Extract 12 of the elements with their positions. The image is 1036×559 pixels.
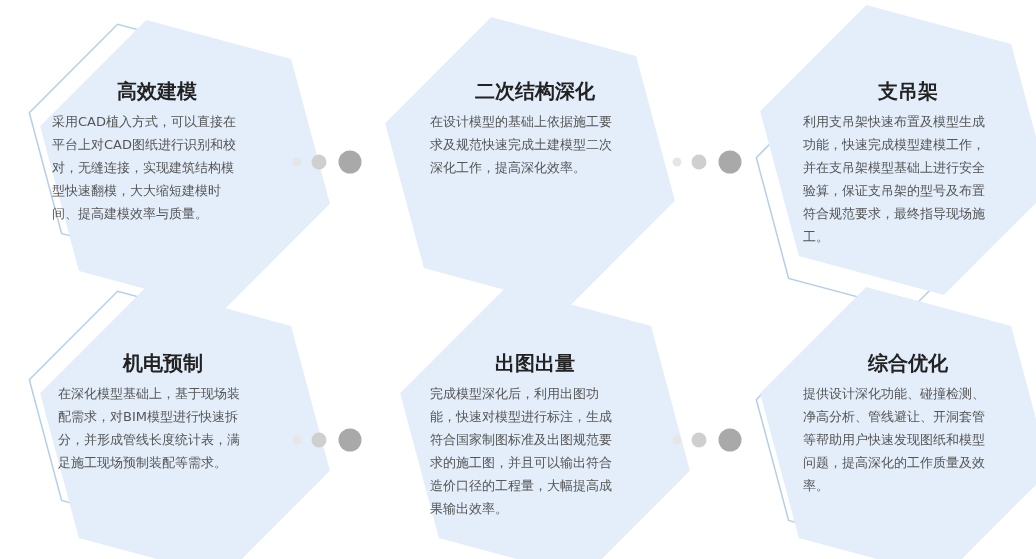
card-title: 出图出量	[494, 350, 576, 377]
card-title: 二次结构深化	[474, 78, 596, 105]
card-description: 提供设计深化功能、碰撞检测、净高分析、管线避让、开洞套管等帮助用户快速发现图纸和模型问题，提高深化的工作质量及效率。	[803, 385, 986, 495]
card-description: 利用支吊架快速布置及模型生成功能，快速完成模型建模工作，并在支吊架模型基础上进行安全验算，保证支吊架的型号及布置符合规范要求，最终指导现场施工。	[803, 113, 986, 246]
card-title: 机电预制	[121, 350, 204, 377]
card-description: 在深化模型基础上，基于现场装配需求，对BIM模型进行快速拆分，并形成管线长度统计表，满足施工现场预制装配等需求。	[58, 385, 241, 472]
card-title: 高效建模	[116, 78, 198, 105]
card-description: 完成模型深化后，利用出图功能，快速对模型进行标注，生成符合国家制图标准及出图规范要求的施工图，并且可以输出符合造价口径的工程量，大幅提高成果输出效率。	[430, 385, 613, 518]
card-description: 在设计模型的基础上依据施工要求及规范快速完成土建模型二次深化工作，提高深化效率。	[430, 113, 613, 177]
card-title: 支吊架	[877, 78, 939, 105]
card-title: 综合优化	[867, 350, 949, 377]
card-description: 采用CAD植入方式，可以直接在平台上对CAD图纸进行识别和校对，无缝连接，实现建筑结构模型快速翻模，大大缩短建模时间、提高建模效率与质量。	[52, 113, 237, 223]
